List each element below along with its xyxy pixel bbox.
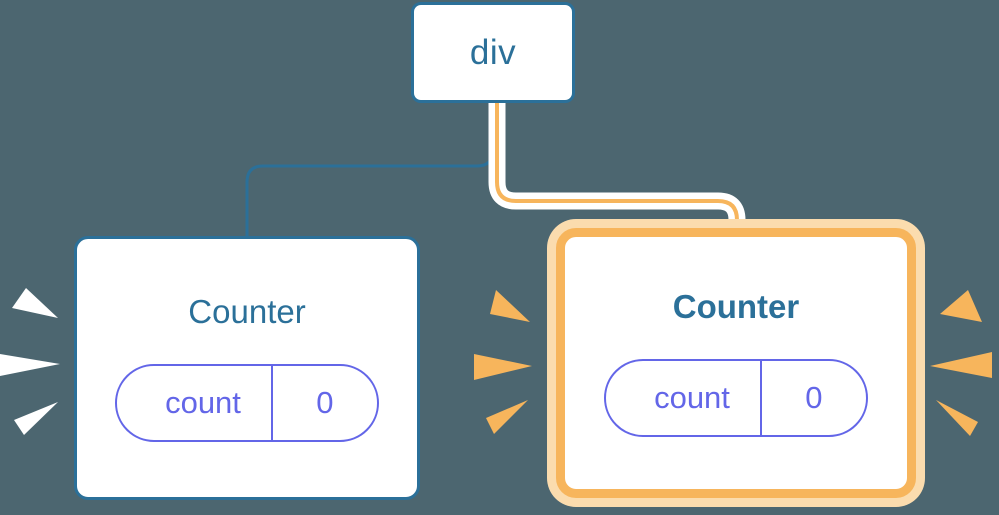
- burst-ray-middle: [474, 354, 532, 380]
- burst-ray-middle: [930, 352, 992, 378]
- node-div[interactable]: div: [411, 2, 575, 103]
- burst-ray-upper: [940, 290, 982, 322]
- node-div-label: div: [469, 33, 517, 72]
- state-value-right: 0: [759, 360, 866, 435]
- burst-ray-middle: [0, 354, 60, 376]
- orange-burst-right: [930, 282, 999, 442]
- node-counter-left[interactable]: Counter count 0: [74, 236, 420, 500]
- edge-div-to-left-counter: [245, 103, 495, 236]
- state-value-left: 0: [270, 365, 377, 440]
- state-pill-left: count 0: [115, 363, 379, 442]
- state-key-left: count: [165, 385, 241, 420]
- burst-ray-upper: [12, 288, 58, 318]
- node-counter-left-label: Counter: [188, 292, 306, 330]
- edge-div-to-right-counter-glow: [488, 103, 746, 240]
- burst-ray-lower: [936, 400, 978, 436]
- node-counter-right[interactable]: Counter count 0: [556, 228, 916, 498]
- burst-ray-upper: [490, 290, 530, 322]
- node-counter-right-label: Counter: [672, 287, 800, 325]
- orange-burst-middle: [466, 282, 540, 442]
- state-pill-right: count 0: [604, 358, 868, 437]
- burst-ray-lower: [14, 402, 58, 435]
- white-burst-left: [0, 280, 70, 440]
- edge-div-to-right-counter: [495, 103, 739, 240]
- burst-ray-lower: [486, 400, 528, 434]
- state-key-right: count: [654, 380, 730, 415]
